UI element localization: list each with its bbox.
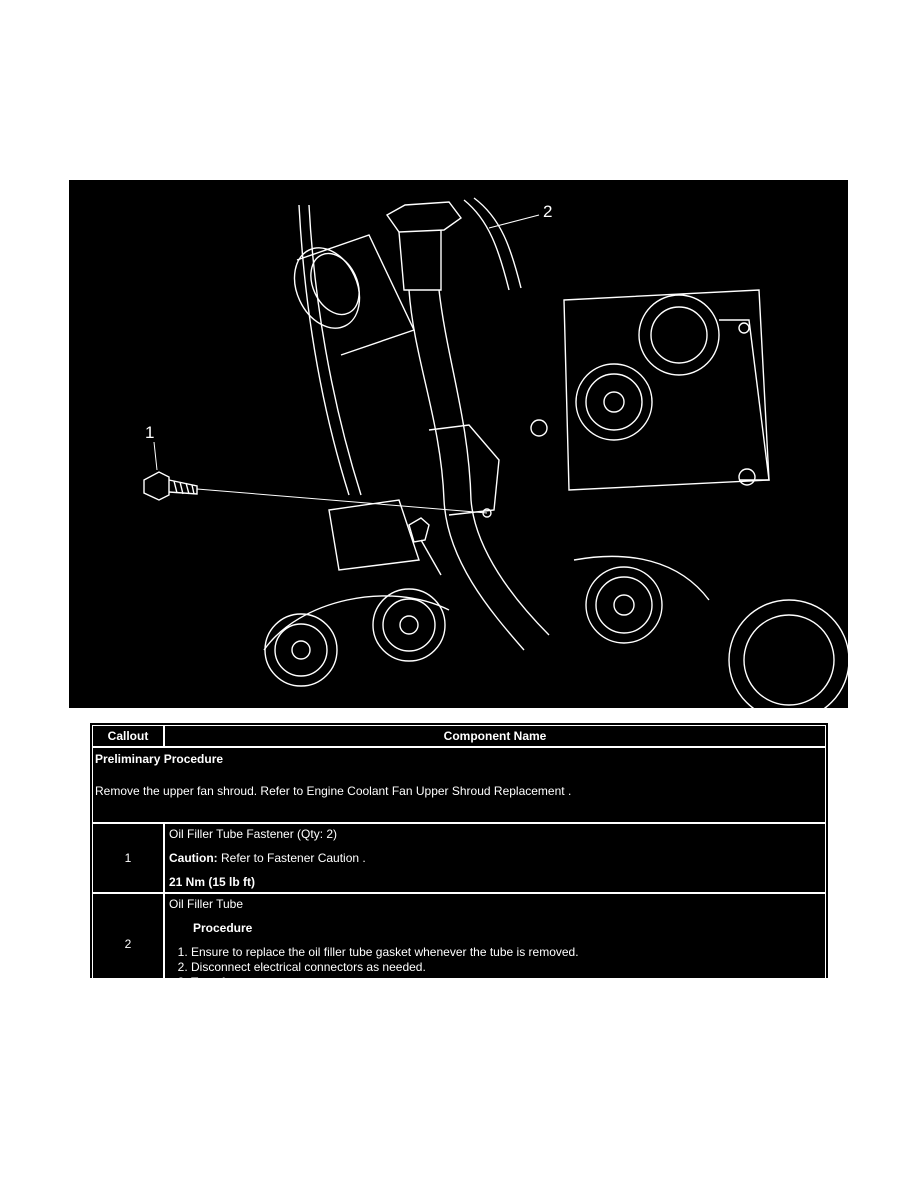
list-item: Ensure to replace the oil filler tube ga…: [191, 945, 821, 960]
callout-number: 1: [92, 823, 164, 893]
table-row: 2 Oil Filler Tube Procedure Ensure to re…: [92, 893, 826, 994]
callout-label-2: 2: [543, 202, 552, 221]
callout-label-1: 1: [145, 423, 154, 442]
component-name-header: Component Name: [164, 725, 826, 747]
table-row: 1 Oil Filler Tube Fastener (Qty: 2) Caut…: [92, 823, 826, 893]
engine-illustration: 1 2: [69, 180, 848, 708]
preliminary-row: Preliminary Procedure Remove the upper f…: [92, 747, 826, 823]
callout-table: Callout Component Name Preliminary Proce…: [89, 722, 829, 994]
callout-number: 2: [92, 893, 164, 994]
table-header-row: Callout Component Name: [92, 725, 826, 747]
preliminary-title: Preliminary Procedure: [95, 752, 224, 766]
engine-drawing: 1 2: [143, 197, 848, 708]
preliminary-text: Remove the upper fan shroud. Refer to En…: [95, 784, 572, 798]
callout-header: Callout: [92, 725, 164, 747]
caution-text: Refer to Fastener Caution .: [217, 851, 366, 865]
list-item: Disconnect electrical connectors as need…: [191, 960, 821, 975]
component-cell: Oil Filler Tube Procedure Ensure to repl…: [164, 893, 826, 994]
component-name: Oil Filler Tube: [169, 897, 244, 911]
list-item: Transfer components as necessary.: [191, 975, 821, 990]
component-name: Oil Filler Tube Fastener (Qty: 2): [169, 827, 338, 841]
caution-label: Caution:: [169, 851, 218, 865]
procedure-title: Procedure: [193, 921, 253, 935]
caution-line: Caution: Refer to Fastener Caution .: [169, 851, 821, 865]
component-cell: Oil Filler Tube Fastener (Qty: 2) Cautio…: [164, 823, 826, 893]
preliminary-cell: Preliminary Procedure Remove the upper f…: [92, 747, 826, 823]
procedure-steps: Ensure to replace the oil filler tube ga…: [169, 945, 821, 990]
torque-spec: 21 Nm (15 lb ft): [169, 875, 256, 889]
